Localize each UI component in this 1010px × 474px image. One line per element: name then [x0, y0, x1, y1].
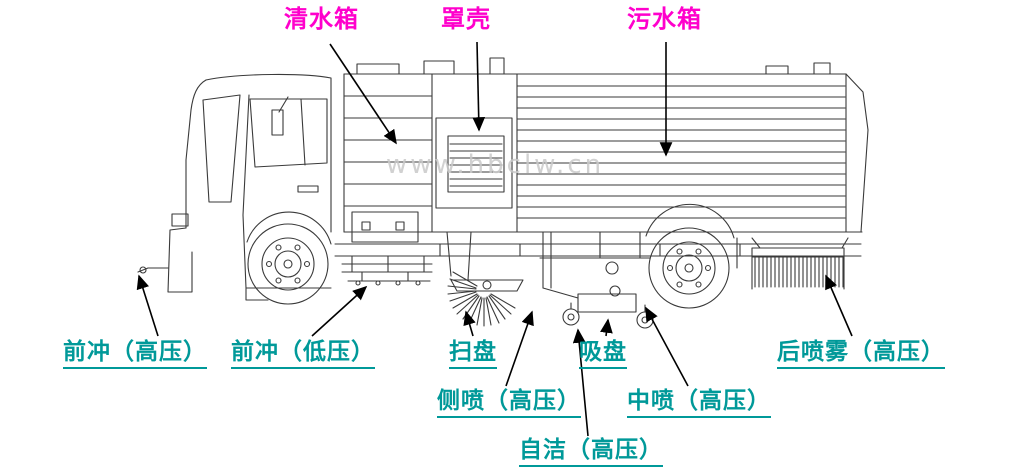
watermark: www.hbclw.cn — [386, 150, 605, 180]
front-wheel — [246, 211, 332, 305]
arrow-side-spray-high — [505, 310, 534, 387]
tank-body — [343, 57, 869, 233]
arrow-sweep-disc — [463, 310, 476, 337]
label-rear-spray-high: 后喷雾（高压） — [777, 339, 945, 370]
arrow-mid-spray-high — [645, 306, 689, 387]
rear-wheel — [645, 203, 738, 309]
sweep-disc-assembly — [446, 231, 524, 327]
arrow-self-clean-high — [572, 328, 589, 437]
arrow-rear-spray-high — [825, 274, 853, 337]
label-side-spray-high: 侧喷（高压） — [437, 388, 581, 419]
cab — [167, 73, 332, 301]
label-sewage-tank: 污水箱 — [627, 5, 702, 33]
suction-assembly — [539, 231, 654, 329]
chassis-frame — [334, 211, 862, 273]
label-self-clean-high: 自洁（高压） — [519, 437, 663, 468]
arrow-front-flush-high — [136, 274, 159, 337]
label-sweep-disc: 扫盘 — [449, 339, 497, 370]
front-flush-high-nozzle — [137, 266, 169, 274]
arrow-cover-shell — [472, 41, 486, 132]
rear-spray-bar — [751, 237, 849, 290]
arrow-front-flush-low — [311, 285, 368, 337]
label-front-flush-low: 前冲（低压） — [231, 339, 375, 370]
front-flush-low-bar — [347, 271, 431, 286]
arrow-clean-water-tank — [329, 43, 397, 145]
label-suction-nozzle: 吸盘 — [579, 339, 627, 370]
label-cover-shell: 罩壳 — [441, 5, 491, 33]
arrow-suction-nozzle — [600, 318, 613, 337]
label-mid-spray-high: 中喷（高压） — [627, 388, 771, 419]
label-clean-water-tank: 清水箱 — [284, 5, 359, 33]
label-front-flush-high: 前冲（高压） — [63, 339, 207, 370]
